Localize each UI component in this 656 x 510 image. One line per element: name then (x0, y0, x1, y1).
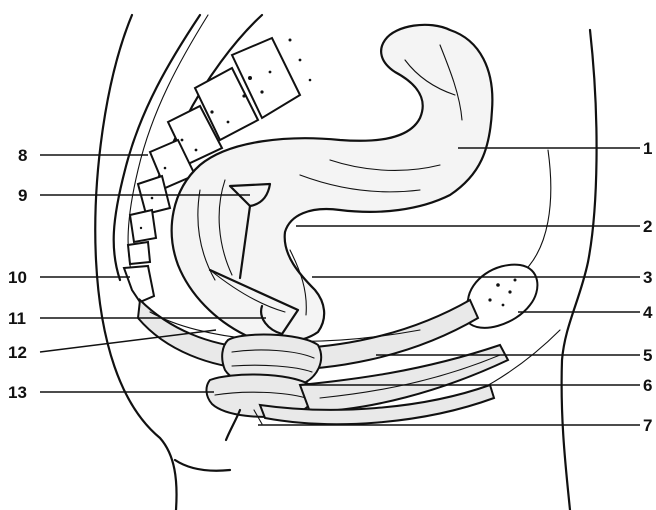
label-3: 3 (643, 268, 652, 287)
label-6: 6 (643, 376, 652, 395)
label-5: 5 (643, 346, 652, 365)
label-8: 8 (18, 146, 27, 165)
label-9: 9 (18, 186, 27, 205)
label-2: 2 (643, 217, 652, 236)
label-1: 1 (643, 139, 652, 158)
label-13: 13 (8, 383, 27, 402)
pubic-region (464, 150, 551, 328)
label-10: 10 (8, 268, 27, 287)
colon-rectum (172, 25, 493, 342)
label-4: 4 (643, 303, 653, 322)
label-7: 7 (643, 416, 652, 435)
label-11: 11 (8, 309, 26, 328)
label-12: 12 (8, 343, 27, 362)
body-outline (95, 15, 596, 510)
